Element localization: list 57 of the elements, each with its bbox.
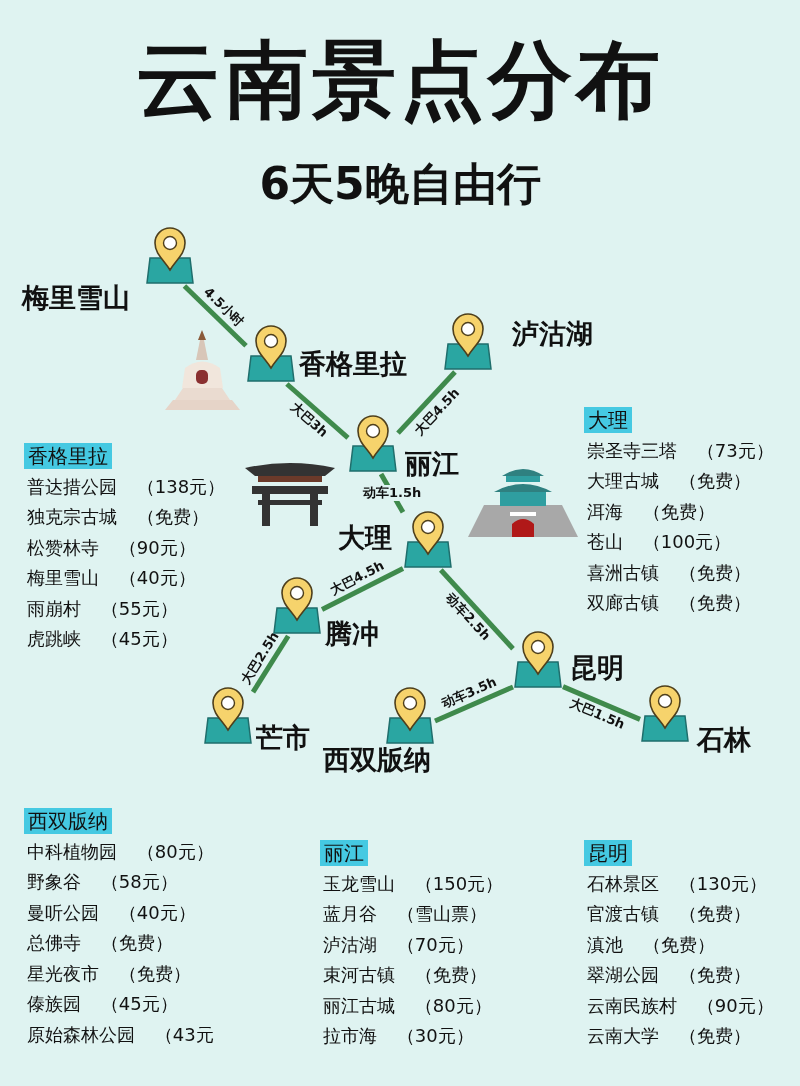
attraction-price: 云南大学 （免费） (587, 1025, 751, 1047)
section-heading: 香格里拉 (24, 443, 112, 469)
route-line (320, 566, 405, 612)
attraction-price: 双廊古镇 （免费） (587, 592, 751, 614)
place-name: 梅里雪山 (22, 282, 130, 315)
attraction-price: 玉龙雪山 （150元） (323, 872, 504, 895)
place-name: 腾冲 (325, 618, 379, 651)
route-line (562, 684, 641, 722)
attraction-price: 雨崩村 （55元） (27, 597, 178, 620)
attraction-price: 星光夜市 （免费） (27, 962, 191, 985)
edge-label: 动车1.5h (361, 485, 424, 501)
place-name: 泸沽湖 (512, 318, 593, 351)
place-name: 石林 (697, 724, 751, 757)
attraction-price: 傣族园 （45元） (27, 993, 178, 1015)
route-line (434, 684, 514, 724)
attraction-price: 拉市海 （30元） (323, 1025, 474, 1047)
place-name: 香格里拉 (299, 348, 407, 381)
place-name: 大理 (338, 522, 392, 555)
attraction-price: 虎跳峡 （45元） (27, 628, 178, 650)
attraction-price: 独克宗古城 （免费） (27, 506, 209, 528)
section-heading: 昆明 (584, 840, 632, 866)
title: 云南景点分布 (135, 30, 665, 131)
attraction-price: 滇池 （免费） (587, 933, 715, 956)
subtitle: 6天5晚自由行 (258, 158, 542, 211)
attraction-price: 中科植物园 （80元） (27, 840, 214, 863)
attraction-price: 云南民族村 （90元） (587, 994, 774, 1017)
attraction-price: 石林景区 （130元） (587, 872, 768, 895)
attraction-price: 官渡古镇 （免费） (587, 903, 751, 925)
attraction-price: 苍山 （100元） (587, 531, 732, 553)
place-name: 丽江 (405, 448, 459, 481)
section-heading: 西双版纳 (24, 808, 112, 834)
attraction-price: 总佛寺 （免费） (27, 932, 173, 954)
attraction-price: 曼听公园 （40元） (27, 901, 196, 924)
route-line (396, 370, 457, 435)
attraction-price: 泸沽湖 （70元） (323, 933, 474, 956)
attraction-price: 原始森林公园 （43元 (27, 1023, 214, 1046)
attraction-price: 野象谷 （58元） (27, 871, 178, 893)
place-name: 西双版纳 (323, 744, 431, 777)
attraction-price: 翠湖公园 （免费） (587, 964, 751, 986)
attraction-price: 丽江古城 （80元） (323, 994, 492, 1017)
route-line (250, 634, 291, 694)
attraction-price: 崇圣寺三塔 （73元） (587, 439, 774, 462)
route-line (439, 568, 515, 651)
attraction-price: 松赞林寺 （90元） (27, 536, 196, 559)
attraction-price: 大理古城 （免费） (587, 470, 751, 492)
attraction-price: 梅里雪山 （40元） (27, 567, 196, 589)
place-name: 昆明 (570, 652, 624, 685)
attraction-price: 束河古镇 （免费） (323, 964, 487, 986)
attraction-price: 喜洲古镇 （免费） (587, 561, 751, 584)
place-name: 芒市 (256, 722, 310, 755)
attraction-price: 普达措公园 （138元） (27, 475, 226, 498)
section-heading: 大理 (584, 407, 632, 433)
route-line (182, 284, 248, 348)
attraction-price: 洱海 （免费） (587, 500, 715, 523)
route-line (285, 382, 350, 440)
section-heading: 丽江 (320, 840, 368, 866)
attraction-price: 蓝月谷 （雪山票） (323, 903, 487, 925)
